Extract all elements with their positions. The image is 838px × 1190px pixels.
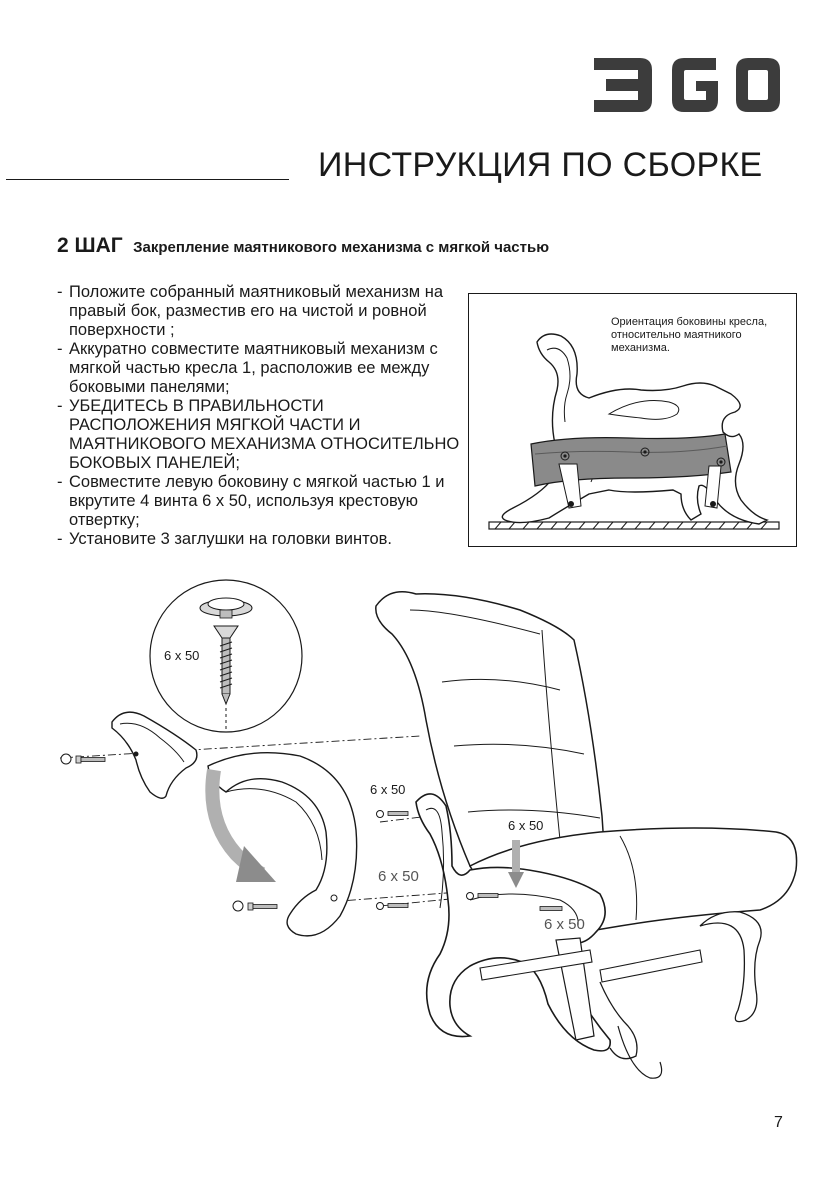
screw-size-label: 6 x 50: [164, 648, 200, 663]
screw-size-label: 6 x 50: [370, 782, 406, 797]
document-title: ИНСТРУКЦИЯ ПО СБОРКЕ: [318, 146, 763, 184]
step-number: 2 ШАГ: [57, 234, 123, 257]
orientation-note: Ориентация боковины кресла, относительно…: [611, 316, 768, 354]
instruction-item: Положите собранный маятниковый механизм …: [57, 283, 467, 340]
screw-set-left: [60, 753, 106, 765]
step-heading: 2 ШАГ Закрепление маятникового механизма…: [57, 234, 549, 258]
screw-set-mid-left: [232, 900, 278, 912]
side-panel-orientation-diagram: [488, 333, 780, 530]
screw-set-center: [376, 810, 563, 911]
brand-logo: [590, 50, 785, 120]
orientation-inset: Ориентация боковины кресла, относительно…: [468, 293, 797, 547]
instruction-item: Совместите левую боковину с мягкой часть…: [57, 473, 467, 530]
screw-size-label: 6 x 50: [508, 818, 544, 833]
screw-cap-icon: [199, 597, 253, 619]
screw-icon: [213, 625, 239, 706]
step-subtitle: Закрепление маятникового механизма с мяг…: [133, 239, 550, 256]
header-rule: [6, 179, 289, 180]
assembly-illustration: [59, 579, 798, 1079]
instruction-item: Аккуратно совместите маятниковый механиз…: [57, 340, 467, 397]
instruction-list: Положите собранный маятниковый механизм …: [57, 283, 467, 549]
page-number: 7: [774, 1114, 783, 1131]
instruction-item: Установите 3 заглушки на головки винтов.: [57, 530, 467, 549]
screw-size-label: 6 x 50: [544, 916, 585, 933]
ego-logo-icon: [594, 58, 780, 112]
instruction-item: УБЕДИТЕСЬ В ПРАВИЛЬНОСТИ РАСПОЛОЖЕНИЯ МЯ…: [57, 397, 467, 473]
screw-size-label: 6 x 50: [378, 868, 419, 885]
